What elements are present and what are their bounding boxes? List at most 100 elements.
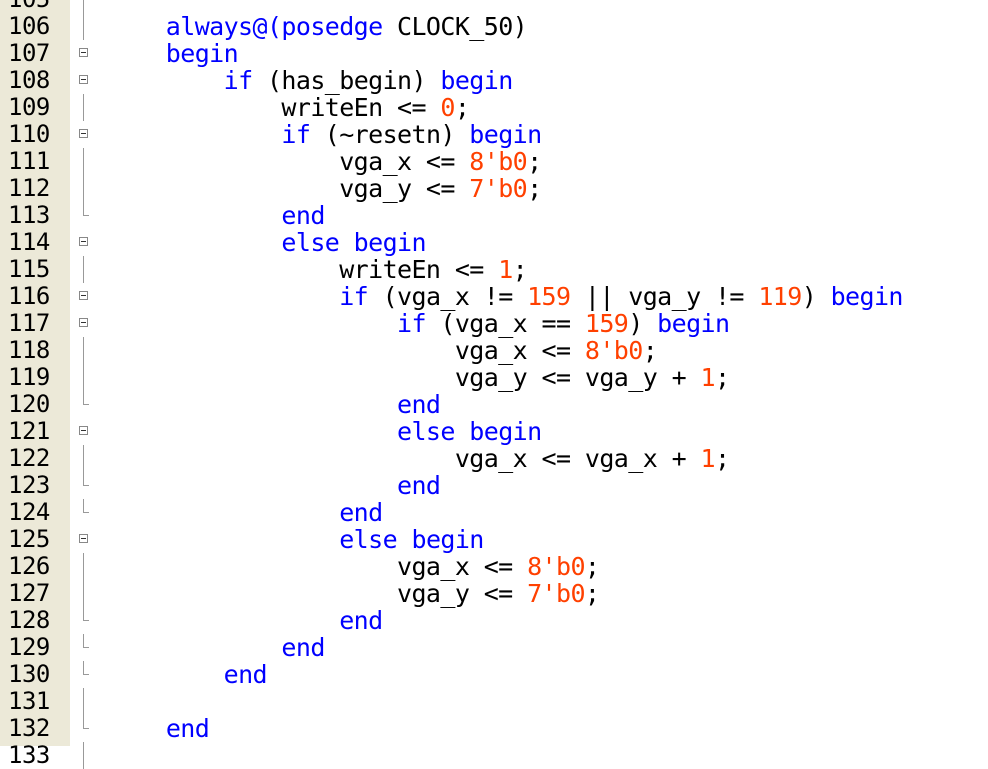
text-token xyxy=(108,201,281,230)
fold-collapse-icon[interactable] xyxy=(77,310,91,337)
number-token: 1 xyxy=(700,444,716,473)
code-line[interactable]: 115 writeEn <= 1; xyxy=(0,256,988,283)
code-text[interactable]: if (vga_x == 159) begin xyxy=(108,309,730,338)
code-line[interactable]: 120 end xyxy=(0,390,988,419)
number-token: 8'b0 xyxy=(584,336,643,365)
code-text[interactable]: if (~resetn) begin xyxy=(108,121,542,148)
code-line[interactable]: 108 if (has_begin) begin xyxy=(0,67,988,95)
code-line[interactable]: 111 vga_x <= 8'b0; xyxy=(0,148,988,175)
code-text[interactable]: writeEn <= 1; xyxy=(108,256,527,283)
code-line[interactable]: 133 xyxy=(0,742,988,769)
fold-guide-line xyxy=(83,364,84,391)
text-token: ; xyxy=(512,255,528,284)
code-text[interactable]: vga_y <= 7'b0; xyxy=(108,175,542,202)
text-token: (~resetn) xyxy=(324,120,470,149)
line-number: 125 xyxy=(8,525,50,553)
code-line[interactable]: 123 end xyxy=(0,472,988,500)
fold-guide-line xyxy=(83,148,84,175)
code-text[interactable]: begin xyxy=(108,40,239,67)
code-text[interactable]: end xyxy=(108,391,441,418)
code-line[interactable]: 118 vga_x <= 8'b0; xyxy=(0,337,988,364)
fold-collapse-icon[interactable] xyxy=(77,229,91,256)
code-line[interactable]: 105 xyxy=(0,0,988,13)
code-text[interactable]: if (has_begin) begin xyxy=(108,67,514,94)
code-text[interactable]: end xyxy=(108,634,325,661)
code-text[interactable]: end xyxy=(108,714,210,743)
code-line[interactable]: 106 always@(posedge CLOCK_50) xyxy=(0,13,988,40)
code-line[interactable]: 125 else begin xyxy=(0,525,988,554)
fold-guide xyxy=(77,94,91,121)
code-text[interactable]: end xyxy=(108,660,268,689)
fold-end-line xyxy=(83,607,89,621)
code-text[interactable]: writeEn <= 0; xyxy=(108,93,470,122)
code-line[interactable]: 129 end xyxy=(0,634,988,662)
code-text[interactable]: else begin xyxy=(108,229,426,256)
code-line[interactable]: 117 if (vga_x == 159) begin xyxy=(0,309,988,338)
code-text[interactable]: else begin xyxy=(108,526,484,553)
code-text[interactable]: if (vga_x != 159 || vga_y != 119) begin xyxy=(108,283,903,310)
code-text[interactable]: always@(posedge CLOCK_50) xyxy=(108,13,528,40)
code-line[interactable]: 114 else begin xyxy=(0,229,988,257)
minus-box-icon[interactable] xyxy=(79,48,88,57)
code-line[interactable]: 127 vga_y <= 7'b0; xyxy=(0,580,988,607)
code-text[interactable]: end xyxy=(108,607,383,634)
code-line[interactable]: 132 end xyxy=(0,714,988,743)
code-line[interactable]: 119 vga_y <= vga_y + 1; xyxy=(0,364,988,391)
line-number: 127 xyxy=(8,579,50,607)
code-line[interactable]: 112 vga_y <= 7'b0; xyxy=(0,175,988,202)
line-number: 120 xyxy=(8,390,50,418)
minus-box-icon[interactable] xyxy=(79,291,88,300)
minus-box-icon[interactable] xyxy=(79,534,88,543)
fold-collapse-icon[interactable] xyxy=(77,418,91,445)
minus-box-icon[interactable] xyxy=(79,237,88,246)
minus-box-icon[interactable] xyxy=(79,426,88,435)
code-line[interactable]: 122 vga_x <= vga_x + 1; xyxy=(0,445,988,472)
fold-collapse-icon[interactable] xyxy=(77,67,91,94)
text-token xyxy=(108,417,397,446)
fold-end-marker xyxy=(77,472,91,499)
code-line[interactable]: 128 end xyxy=(0,607,988,635)
keyword-token: else begin xyxy=(397,417,542,446)
minus-box-icon[interactable] xyxy=(79,129,88,138)
code-line[interactable]: 130 end xyxy=(0,660,988,689)
code-line[interactable]: 116 if (vga_x != 159 || vga_y != 119) be… xyxy=(0,283,988,311)
code-text[interactable]: vga_y <= vga_y + 1; xyxy=(108,364,730,391)
code-text[interactable]: end xyxy=(108,499,383,526)
code-line[interactable]: 124 end xyxy=(0,499,988,527)
text-token: ) xyxy=(628,309,658,338)
fold-collapse-icon[interactable] xyxy=(77,283,91,310)
code-text[interactable]: end xyxy=(108,202,325,229)
text-token xyxy=(108,120,281,149)
text-token: ) xyxy=(801,282,831,311)
fold-collapse-icon[interactable] xyxy=(77,40,91,67)
keyword-token: begin xyxy=(469,120,542,149)
code-text[interactable]: end xyxy=(108,472,441,499)
keyword-token: end xyxy=(165,714,210,743)
line-number: 112 xyxy=(8,174,50,202)
code-text[interactable]: vga_x <= 8'b0; xyxy=(108,148,542,175)
line-number: 111 xyxy=(8,147,50,175)
fold-collapse-icon[interactable] xyxy=(77,121,91,148)
code-line[interactable]: 113 end xyxy=(0,202,988,230)
fold-collapse-icon[interactable] xyxy=(77,526,91,553)
code-line[interactable]: 107 begin xyxy=(0,40,988,68)
fold-guide-line xyxy=(83,445,84,472)
code-line[interactable]: 126 vga_x <= 8'b0; xyxy=(0,553,988,580)
number-token: 7'b0 xyxy=(527,579,585,608)
minus-box-icon[interactable] xyxy=(79,318,88,327)
keyword-token: end xyxy=(223,660,268,689)
code-text[interactable]: else begin xyxy=(108,418,542,445)
code-line[interactable]: 110 if (~resetn) begin xyxy=(0,121,988,149)
code-text[interactable]: vga_x <= 8'b0; xyxy=(108,336,658,365)
code-text[interactable]: vga_y <= 7'b0; xyxy=(108,579,600,608)
fold-guide xyxy=(77,337,91,364)
code-line[interactable]: 121 else begin xyxy=(0,418,988,446)
minus-box-icon[interactable] xyxy=(79,75,88,84)
text-token: writeEn <= xyxy=(108,93,441,122)
code-line[interactable]: 131 xyxy=(0,688,988,715)
code-text[interactable]: vga_x <= 8'b0; xyxy=(108,553,600,580)
code-text[interactable]: vga_x <= vga_x + 1; xyxy=(108,444,730,473)
code-line[interactable]: 109 writeEn <= 0; xyxy=(0,94,988,121)
text-token: vga_x <= xyxy=(108,147,470,176)
